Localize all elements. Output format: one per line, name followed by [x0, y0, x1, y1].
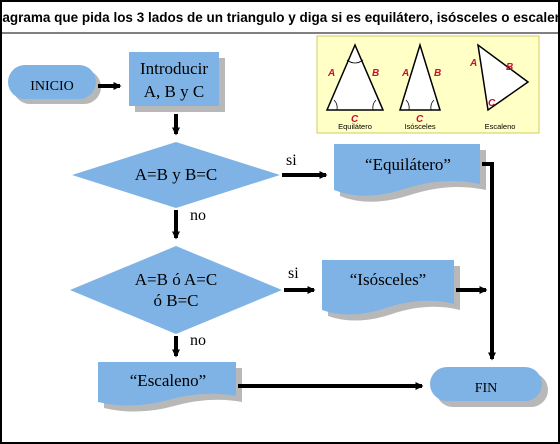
angle-mark: [405, 99, 410, 111]
end-node: FIN: [430, 367, 548, 407]
angle-mark: [346, 59, 364, 64]
output-escaleno-node: “Escaleno”: [98, 362, 242, 412]
isosceles-triangle: [398, 42, 442, 111]
start-node: INICIO: [8, 65, 101, 104]
side-label-b: B: [372, 68, 379, 79]
triangle-legend: A B C Equilátero A B C Isósceles A B C E…: [316, 35, 540, 134]
output-isosceles-label: “Isósceles”: [350, 270, 426, 289]
decision2-label-line1: A=B ó A=C: [135, 270, 217, 289]
equilateral-triangle: [325, 43, 385, 111]
connectors: [98, 82, 496, 390]
output-isosceles-node: “Isósceles”: [322, 260, 460, 321]
edge-label-yes1: si: [286, 152, 297, 169]
decision1-label: A=B y B=C: [135, 165, 217, 184]
decision-equal-all: A=B y B=C: [72, 142, 280, 208]
arrow-equilatero-to-end: [482, 162, 496, 361]
side-label-a: A: [401, 68, 409, 79]
output-equilatero-label: “Equilátero”: [365, 155, 451, 174]
output-escaleno-label: “Escaleno”: [130, 371, 206, 390]
edge-label-no1: no: [190, 207, 206, 224]
caption-equilatero: Equilátero: [338, 122, 372, 131]
decision-two-equal: A=B ó A=C ó B=C: [70, 246, 282, 334]
edge-label-yes2: si: [288, 265, 299, 282]
end-label: FIN: [475, 381, 498, 396]
start-label: INICIO: [30, 79, 74, 94]
scalene-triangle: [476, 43, 530, 112]
caption-escaleno: Escaleno: [485, 122, 516, 131]
input-label-line1: Introducir: [140, 59, 208, 78]
decision2-label-line2: ó B=C: [153, 291, 198, 310]
angle-mark: [333, 99, 338, 111]
diagram-title: Diagrama que pida los 3 lados de un tria…: [0, 10, 560, 25]
input-label-line2: A, B y C: [144, 82, 204, 101]
edge-label-no2: no: [190, 332, 206, 349]
caption-isosceles: Isósceles: [404, 122, 436, 131]
angle-mark: [430, 99, 435, 111]
side-label-c: C: [416, 114, 424, 125]
side-label-c: C: [488, 98, 496, 109]
input-node: Introducir A, B y C: [129, 52, 225, 112]
side-label-b: B: [434, 68, 441, 79]
side-label-b: B: [506, 62, 513, 73]
side-label-a: A: [469, 58, 477, 69]
angle-mark: [372, 99, 377, 111]
output-equilatero-node: “Equilátero”: [334, 144, 486, 202]
side-label-c: C: [351, 114, 359, 125]
side-label-a: A: [327, 68, 335, 79]
